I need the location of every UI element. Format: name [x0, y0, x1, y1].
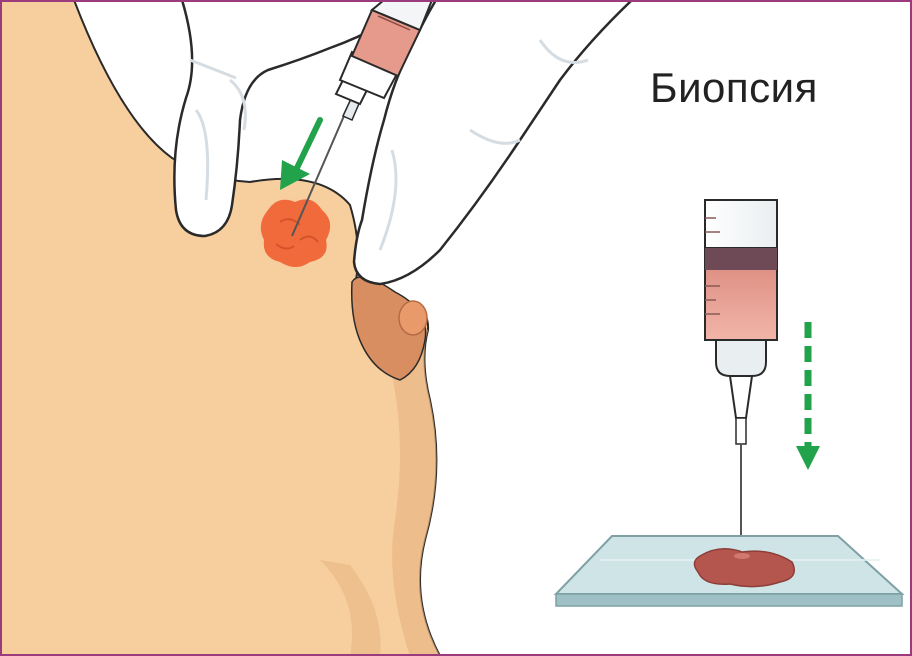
syringe-hub — [716, 340, 766, 376]
syringe-tip — [730, 376, 752, 418]
syringe-icon — [705, 200, 777, 560]
syringe-plunger — [705, 200, 777, 248]
slide-edge — [556, 594, 902, 606]
tumor — [261, 199, 330, 267]
glass-slide-icon — [556, 536, 902, 606]
nipple — [399, 301, 427, 335]
dashed-down-arrow-icon — [796, 322, 820, 470]
syringe-rubber — [705, 248, 777, 270]
diagram-title: Биопсия — [650, 64, 818, 112]
